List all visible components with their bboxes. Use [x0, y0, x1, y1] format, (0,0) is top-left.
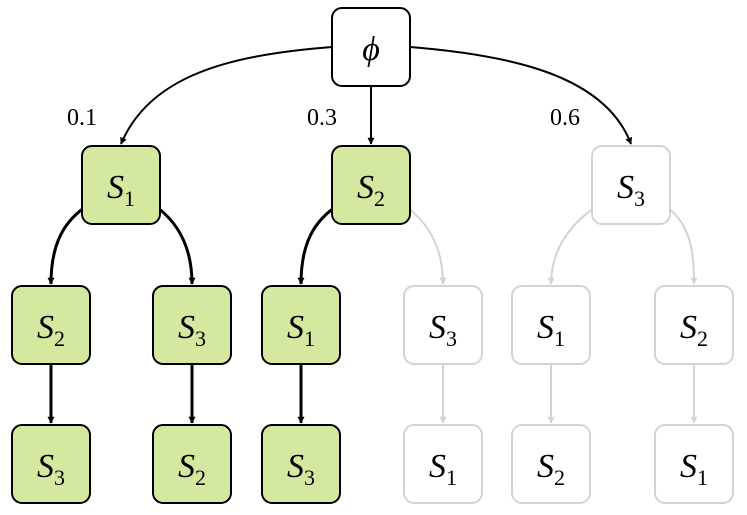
node-b1a: S3 [261, 424, 341, 504]
edge-labels-layer: 0.1 0.3 0.6 [67, 105, 580, 131]
node-b-box [331, 145, 411, 225]
node-c1-label: S1 [537, 309, 565, 351]
node-b2: S3 [403, 285, 483, 365]
node-a2a-label: S2 [178, 448, 206, 490]
node-root: ϕ [331, 7, 411, 87]
node-c2-label: S2 [680, 309, 708, 351]
node-a1: S2 [11, 285, 91, 365]
node-b: S2 [331, 145, 411, 225]
node-a-label: S1 [107, 169, 135, 211]
node-a1-box [11, 285, 91, 365]
node-b-label: S2 [357, 169, 385, 211]
nodes-layer: ϕ S1 S2 S3 S2 S3 S1 S3 [11, 7, 734, 504]
node-b2-label: S3 [429, 309, 457, 351]
node-b2-box [403, 285, 483, 365]
edge-c-to-c1 [547, 207, 595, 285]
node-a2-label: S3 [178, 309, 206, 351]
node-c2a-label: S1 [680, 448, 708, 490]
node-a1-label: S2 [37, 309, 65, 351]
node-a: S1 [81, 145, 161, 225]
node-a-box [81, 145, 161, 225]
edge-label-p1: 0.1 [67, 105, 97, 131]
node-root-box [331, 7, 411, 87]
node-c1a-box [511, 424, 591, 504]
node-b1a-label: S3 [287, 448, 315, 490]
node-c1a-label: S2 [537, 448, 565, 490]
node-c-label: S3 [617, 169, 645, 211]
node-a1a-label: S3 [37, 448, 65, 490]
node-b2a-box [403, 424, 483, 504]
node-a2a: S2 [152, 424, 232, 504]
node-b2a: S1 [403, 424, 483, 504]
node-b2a-label: S1 [429, 448, 457, 490]
node-c: S3 [591, 145, 671, 225]
node-a1a: S3 [11, 424, 91, 504]
node-c-box [591, 145, 671, 225]
edge-b-to-b2 [407, 207, 447, 285]
node-b1-label: S1 [287, 309, 315, 351]
node-c2: S2 [654, 285, 734, 365]
edges-layer [47, 46, 698, 424]
node-c1a: S2 [511, 424, 591, 504]
edge-c-to-c2 [667, 207, 698, 285]
node-b1: S1 [261, 285, 341, 365]
node-c1-box [511, 285, 591, 365]
edge-b-to-b1 [297, 206, 335, 285]
node-c2-box [654, 285, 734, 365]
node-b1a-box [261, 424, 341, 504]
edge-label-p3: 0.6 [550, 105, 580, 131]
node-c1: S1 [511, 285, 591, 365]
edge-a-to-a2 [157, 206, 196, 285]
edge-root-to-c [409, 46, 633, 145]
edge-root-to-a [120, 46, 333, 145]
node-root-label: ϕ [362, 31, 380, 68]
node-c2a: S1 [654, 424, 734, 504]
edge-label-p2: 0.3 [307, 105, 337, 131]
node-a1a-box [11, 424, 91, 504]
node-a2: S3 [152, 285, 232, 365]
node-b1-box [261, 285, 341, 365]
node-a2a-box [152, 424, 232, 504]
node-a2-box [152, 285, 232, 365]
node-c2a-box [654, 424, 734, 504]
edge-a-to-a1 [47, 206, 85, 285]
